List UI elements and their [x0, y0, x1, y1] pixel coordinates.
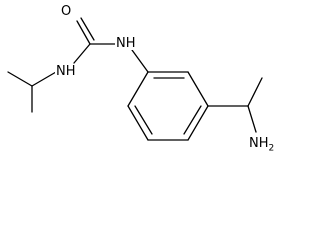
- bond-nh-right-to-ring: [131, 49, 149, 73]
- atom-label-oxygen: O: [60, 4, 73, 19]
- structure-canvas: O NH NH NH2: [7, 4, 276, 156]
- structure-drawing: [7, 17, 263, 141]
- atom-label-amine: NH2: [248, 136, 276, 156]
- amine-subscript: 2: [268, 143, 275, 154]
- ring-bond-5: [127, 105, 149, 141]
- bond-ch-to-nh-left: [31, 71, 57, 87]
- atom-label-nh-left: NH: [55, 64, 77, 79]
- ring-inner-double-right: [183, 105, 202, 135]
- bond-carbonyl-double-2: [80, 17, 95, 41]
- ring-inner-double-left: [134, 105, 153, 135]
- amine-nh-text: NH: [249, 136, 269, 151]
- bond-ch-to-nh2: [247, 105, 257, 133]
- ring-bond-3: [187, 105, 209, 141]
- bond-ch-to-methyl: [247, 77, 263, 107]
- bond-nh-left-to-carbonyl: [73, 43, 91, 64]
- atom-label-nh-right: NH: [115, 36, 137, 51]
- bond-methyl-top-to-ch: [7, 71, 33, 87]
- ring-bond-6: [127, 71, 149, 107]
- ring-bond-2: [187, 71, 209, 107]
- bond-carbonyl-double-1: [76, 20, 91, 45]
